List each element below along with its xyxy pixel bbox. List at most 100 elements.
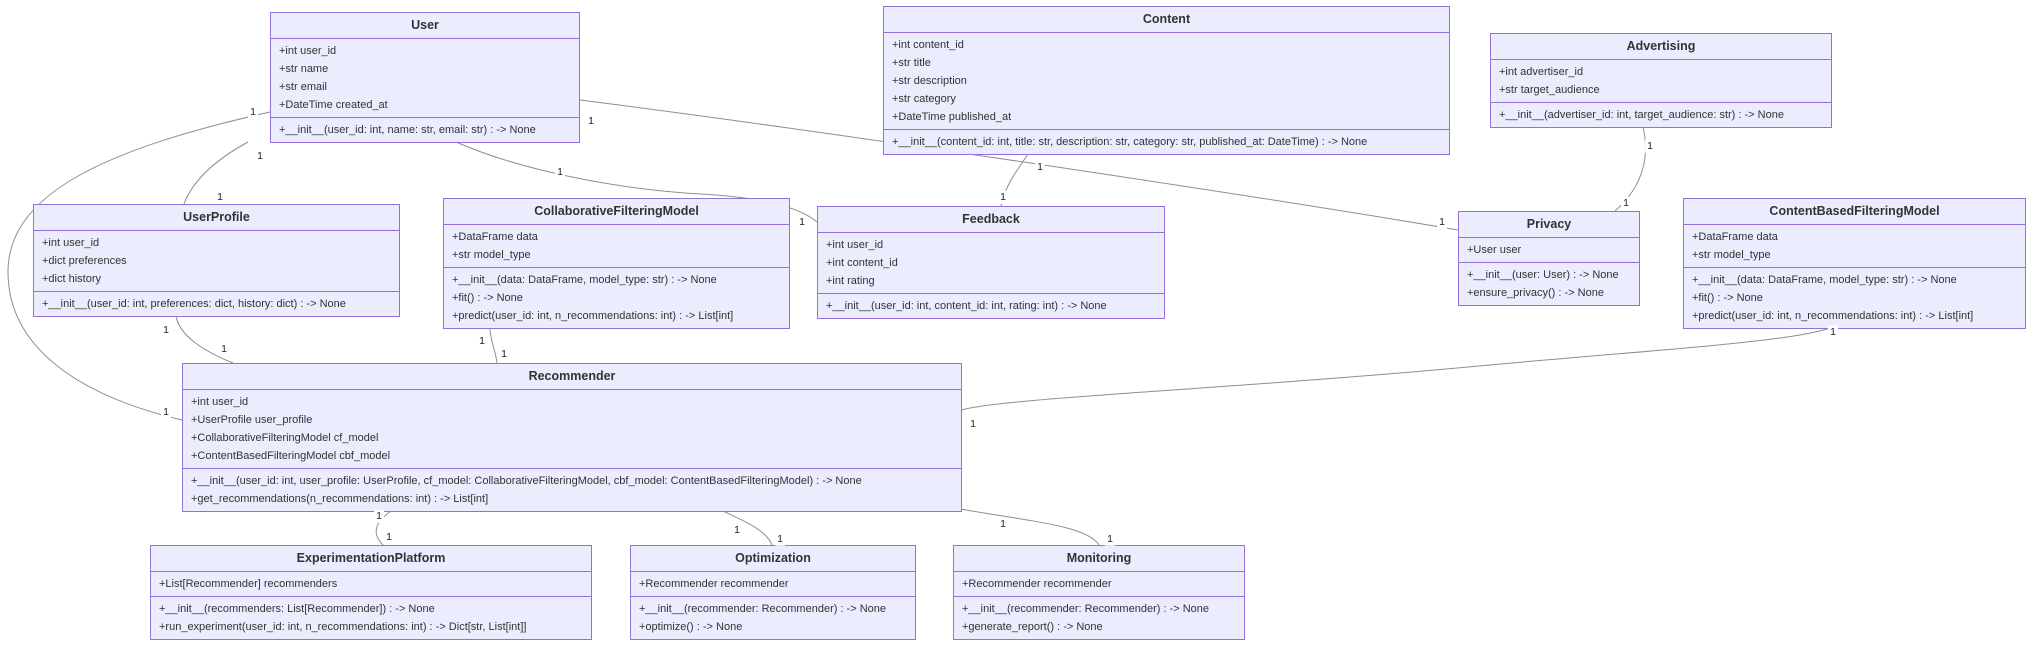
attribute-row: +DateTime created_at xyxy=(279,99,388,111)
method-row: +run_experiment(user_id: int, n_recommen… xyxy=(159,621,527,633)
method-row: +__init__(content_id: int, title: str, d… xyxy=(892,136,1368,148)
cardinality-label: 1 xyxy=(255,149,265,163)
method-row: +__init__(user: User) : -> None xyxy=(1467,269,1619,281)
method-row: +__init__(user_id: int, preferences: dic… xyxy=(42,298,346,310)
method-row: +__init__(advertiser_id: int, target_aud… xyxy=(1499,109,1784,121)
method-row: +generate_report() : -> None xyxy=(962,621,1103,633)
class-title: Recommender xyxy=(183,364,961,390)
class-title: Monitoring xyxy=(954,546,1244,572)
method-row: +predict(user_id: int, n_recommendations… xyxy=(1692,310,1974,322)
cardinality-label: 1 xyxy=(586,114,596,128)
cardinality-label: 1 xyxy=(374,509,384,523)
method-row: +__init__(data: DataFrame, model_type: s… xyxy=(452,274,717,286)
attribute-row: +str category xyxy=(892,93,956,105)
class-title: Privacy xyxy=(1459,212,1639,238)
method-row: +__init__(user_id: int, content_id: int,… xyxy=(826,300,1107,312)
class-title: ExperimentationPlatform xyxy=(151,546,591,572)
cardinality-label: 1 xyxy=(384,530,394,544)
method-row: +__init__(data: DataFrame, model_type: s… xyxy=(1692,274,1957,286)
attribute-row: +List[Recommender] recommenders xyxy=(159,578,338,590)
method-row: +__init__(recommender: Recommender) : ->… xyxy=(962,603,1210,615)
cardinality-label: 1 xyxy=(1645,139,1655,153)
cardinality-label: 1 xyxy=(775,532,785,546)
attribute-row: +User user xyxy=(1467,244,1522,256)
cardinality-label: 1 xyxy=(477,334,487,348)
cardinality-label: 1 xyxy=(555,165,565,179)
attribute-row: +str model_type xyxy=(452,249,531,261)
class-title: ContentBasedFilteringModel xyxy=(1684,199,2025,225)
method-row: +__init__(recommender: Recommender) : ->… xyxy=(639,603,887,615)
cardinality-label: 1 xyxy=(248,105,258,119)
attribute-row: +CollaborativeFilteringModel cf_model xyxy=(191,432,379,444)
method-row: +get_recommendations(n_recommendations: … xyxy=(191,493,489,505)
cardinality-label: 1 xyxy=(219,342,229,356)
attribute-row: +str model_type xyxy=(1692,249,1771,261)
attribute-row: +int user_id xyxy=(42,237,100,249)
attribute-row: +DateTime published_at xyxy=(892,111,1012,123)
method-row: +predict(user_id: int, n_recommendations… xyxy=(452,310,734,322)
attribute-row: +int user_id xyxy=(279,45,337,57)
cardinality-label: 1 xyxy=(797,215,807,229)
class-title: Advertising xyxy=(1491,34,1831,60)
class-contentbasedfilteringmodel: ContentBasedFilteringModel +DataFrame da… xyxy=(1683,198,2026,329)
class-title: UserProfile xyxy=(34,205,399,231)
class-collaborativefilteringmodel: CollaborativeFilteringModel +DataFrame d… xyxy=(443,198,790,329)
cardinality-label: 1 xyxy=(998,517,1008,531)
cardinality-label: 1 xyxy=(1828,325,1838,339)
attribute-row: +str name xyxy=(279,63,329,75)
cardinality-label: 1 xyxy=(968,417,978,431)
attribute-row: +str target_audience xyxy=(1499,84,1600,96)
class-privacy: Privacy +User user +__init__(user: User)… xyxy=(1458,211,1640,306)
edge-userprofile-recommender xyxy=(175,315,234,364)
class-advertising: Advertising +int advertiser_id +str targ… xyxy=(1490,33,1832,128)
method-row: +__init__(recommenders: List[Recommender… xyxy=(159,603,435,615)
method-row: +__init__(user_id: int, name: str, email… xyxy=(279,124,536,136)
method-row: +ensure_privacy() : -> None xyxy=(1467,287,1604,299)
cardinality-label: 1 xyxy=(499,347,509,361)
attribute-row: +str email xyxy=(279,81,327,93)
class-feedback: Feedback +int user_id +int content_id +i… xyxy=(817,206,1165,319)
attribute-row: +UserProfile user_profile xyxy=(191,414,313,426)
cardinality-label: 1 xyxy=(161,405,171,419)
attribute-row: +ContentBasedFilteringModel cbf_model xyxy=(191,450,391,462)
class-optimization: Optimization +Recommender recommender +_… xyxy=(630,545,916,640)
cardinality-label: 1 xyxy=(1105,532,1115,546)
cardinality-label: 1 xyxy=(161,323,171,337)
class-userprofile: UserProfile +int user_id +dict preferenc… xyxy=(33,204,400,317)
cardinality-label: 1 xyxy=(732,523,742,537)
class-title: User xyxy=(271,13,579,39)
cardinality-label: 1 xyxy=(1035,160,1045,174)
attribute-row: +int user_id xyxy=(826,239,884,251)
attribute-row: +dict preferences xyxy=(42,255,127,267)
edge-recommender-monitoring xyxy=(959,508,1100,546)
attribute-row: +str description xyxy=(892,75,967,87)
method-row: +__init__(user_id: int, user_profile: Us… xyxy=(191,475,862,487)
attribute-row: +int rating xyxy=(826,275,875,287)
attribute-row: +int content_id xyxy=(892,39,964,51)
class-title: Content xyxy=(884,7,1449,33)
attribute-row: +DataFrame data xyxy=(452,231,538,243)
attribute-row: +str title xyxy=(892,57,931,69)
method-row: +optimize() : -> None xyxy=(639,621,743,633)
class-title: CollaborativeFilteringModel xyxy=(444,199,789,225)
edge-user-userprofile xyxy=(183,141,249,205)
attribute-row: +Recommender recommender xyxy=(962,578,1112,590)
class-content: Content +int content_id +str title +str … xyxy=(883,6,1450,155)
class-user: User +int user_id +str name +str email +… xyxy=(270,12,580,143)
edge-user-privacy xyxy=(579,99,1459,231)
attribute-row: +DataFrame data xyxy=(1692,231,1778,243)
edge-cbfmodel-recommender xyxy=(961,317,1846,411)
attribute-row: +int content_id xyxy=(826,257,898,269)
class-title: Optimization xyxy=(631,546,915,572)
attribute-row: +dict history xyxy=(42,273,101,285)
edge-user-recommender xyxy=(7,111,271,421)
edge-recommender-experimentationplatform xyxy=(375,510,392,546)
class-title: Feedback xyxy=(818,207,1164,233)
edge-cfmodel-recommender xyxy=(489,327,498,364)
cardinality-label: 1 xyxy=(998,190,1008,204)
class-experimentationplatform: ExperimentationPlatform +List[Recommende… xyxy=(150,545,592,640)
edge-recommender-optimization xyxy=(722,510,773,546)
attribute-row: +int advertiser_id xyxy=(1499,66,1584,78)
class-recommender: Recommender +int user_id +UserProfile us… xyxy=(182,363,962,512)
